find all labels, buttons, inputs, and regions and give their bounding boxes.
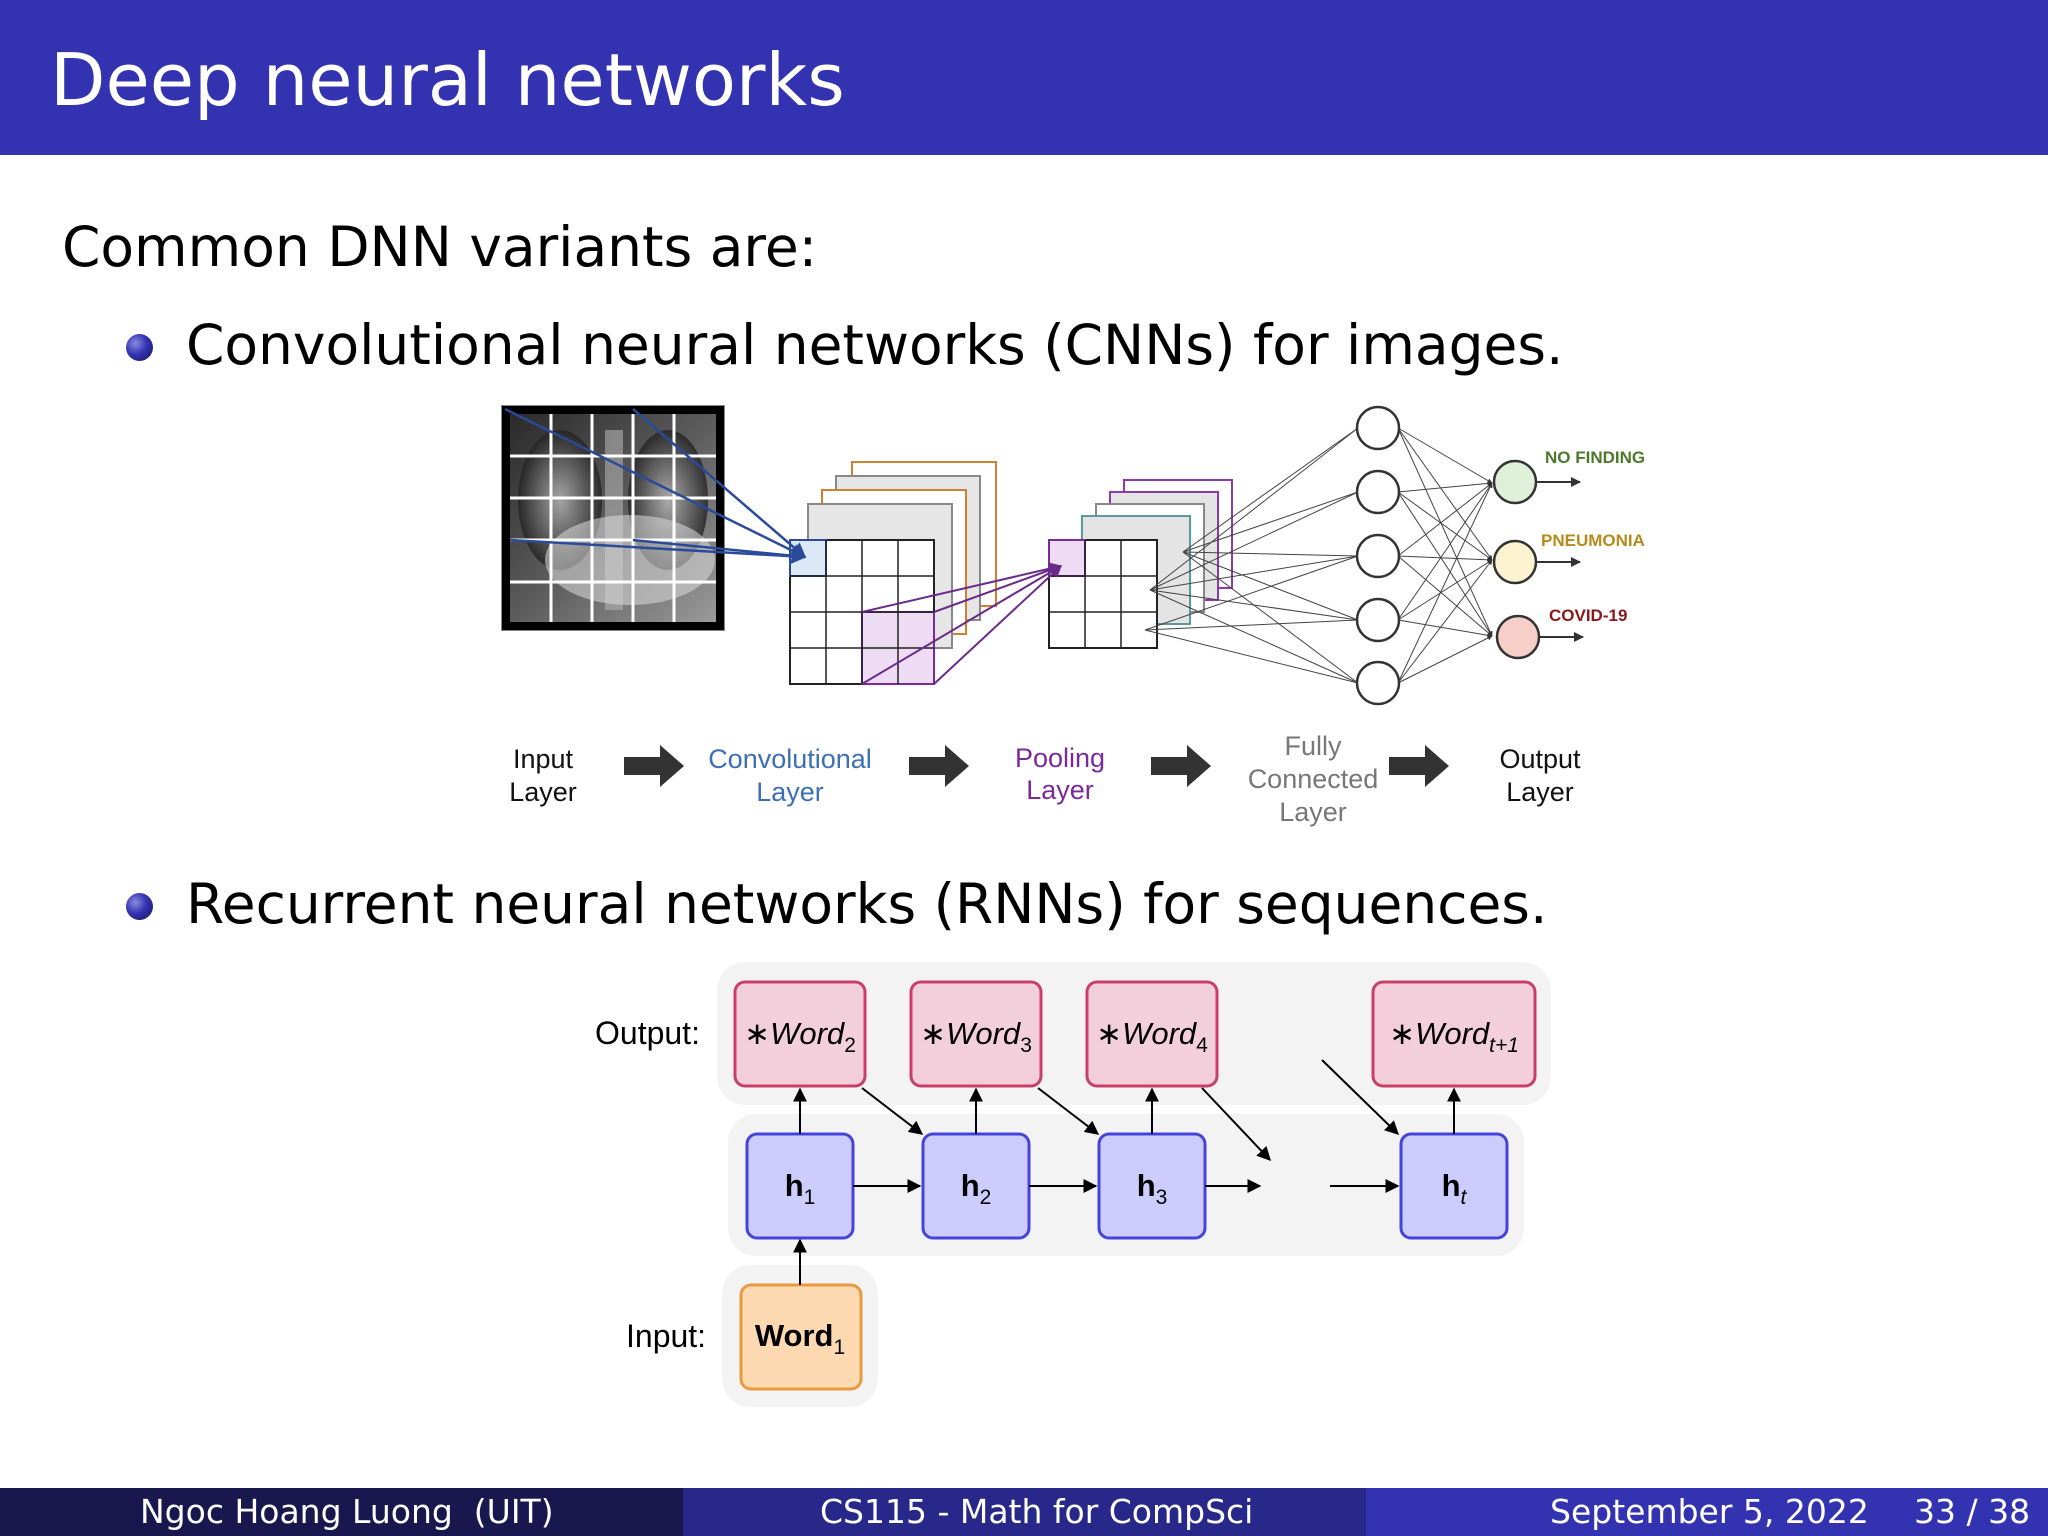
bullet-icon bbox=[126, 334, 153, 361]
stage-label-input-line1: Input bbox=[513, 744, 574, 774]
arrow-right-icon bbox=[1389, 745, 1449, 787]
footer-page-number: 33 / 38 bbox=[1914, 1492, 2031, 1531]
footer: Ngoc Hoang Luong (UIT) CS115 - Math for … bbox=[0, 1488, 2048, 1536]
stage-label-output-line1: Output bbox=[1499, 744, 1581, 774]
rnn-output-word-4: ∗Word4 bbox=[1096, 1016, 1208, 1057]
output-label-covid: COVID-19 bbox=[1549, 606, 1627, 625]
stage-arrows bbox=[624, 745, 1449, 787]
intro-text: Common DNN variants are: bbox=[62, 215, 818, 279]
output-neuron-covid bbox=[1495, 614, 1541, 660]
footer-left: Ngoc Hoang Luong (UIT) bbox=[0, 1488, 683, 1536]
footer-right: September 5, 2022 33 / 38 bbox=[1366, 1488, 2048, 1536]
cnn-diagram: NO FINDING PNEUMONIA COVID-19 Input Laye… bbox=[501, 405, 1645, 827]
stage-label-input-line2: Layer bbox=[509, 777, 577, 807]
stage-label-fc-line1: Fully bbox=[1284, 731, 1342, 761]
output-neuron-no-finding bbox=[1492, 459, 1538, 505]
pooling-feature-maps bbox=[1048, 479, 1233, 649]
footer-mid: CS115 - Math for CompSci bbox=[683, 1488, 1366, 1536]
stage-label-pool-line1: Pooling bbox=[1015, 743, 1105, 773]
output-neurons: NO FINDING PNEUMONIA COVID-19 bbox=[1492, 448, 1645, 660]
stage-label-fc-line2: Connected bbox=[1248, 764, 1379, 794]
rnn-output-label: Output: bbox=[595, 1015, 700, 1051]
footer-course: CS115 - Math for CompSci bbox=[820, 1492, 1254, 1531]
rnn-hidden-h2: h2 bbox=[961, 1168, 992, 1209]
conv-feature-maps bbox=[789, 461, 997, 685]
rnn-output-word-2: ∗Word2 bbox=[744, 1016, 856, 1057]
rnn-output-word-3: ∗Word3 bbox=[920, 1016, 1032, 1057]
rnn-hidden-ht: ht bbox=[1442, 1168, 1468, 1209]
output-label-no-finding: NO FINDING bbox=[1545, 448, 1645, 467]
stage-label-fc-line3: Layer bbox=[1279, 797, 1347, 827]
footer-date: September 5, 2022 bbox=[1550, 1492, 1869, 1531]
bullet-text: Convolutional neural networks (CNNs) for… bbox=[186, 313, 1564, 377]
stage-label-conv-line1: Convolutional bbox=[708, 744, 872, 774]
title-bar: Deep neural networks bbox=[0, 0, 2048, 155]
stage-label-output-line2: Layer bbox=[1506, 777, 1574, 807]
rnn-input-word-1: Word1 bbox=[755, 1318, 845, 1359]
output-label-pneumonia: PNEUMONIA bbox=[1541, 531, 1645, 550]
slide-title: Deep neural networks bbox=[50, 38, 845, 122]
rnn-diagram: Output: Input: ∗Word2 ∗Word3 ∗Word4 ∗Wor… bbox=[595, 962, 1551, 1407]
fully-connected-network bbox=[1144, 405, 1493, 706]
output-neuron-pneumonia bbox=[1492, 539, 1538, 585]
arrow-right-icon bbox=[1151, 745, 1211, 787]
rnn-hidden-h1: h1 bbox=[785, 1168, 816, 1209]
bullet-icon bbox=[126, 893, 153, 920]
arrow-right-icon bbox=[624, 745, 684, 787]
bullet-text: Recurrent neural networks (RNNs) for seq… bbox=[186, 872, 1548, 936]
stage-label-conv-line2: Layer bbox=[756, 777, 824, 807]
footer-author: Ngoc Hoang Luong (UIT) bbox=[140, 1492, 554, 1531]
xray-input-image bbox=[501, 405, 725, 631]
arrow-right-icon bbox=[909, 745, 969, 787]
rnn-input-label: Input: bbox=[626, 1318, 706, 1354]
rnn-hidden-h3: h3 bbox=[1137, 1168, 1168, 1209]
stage-label-pool-line2: Layer bbox=[1026, 775, 1094, 805]
rnn-output-word-t1: ∗Wordt+1 bbox=[1389, 1016, 1519, 1057]
